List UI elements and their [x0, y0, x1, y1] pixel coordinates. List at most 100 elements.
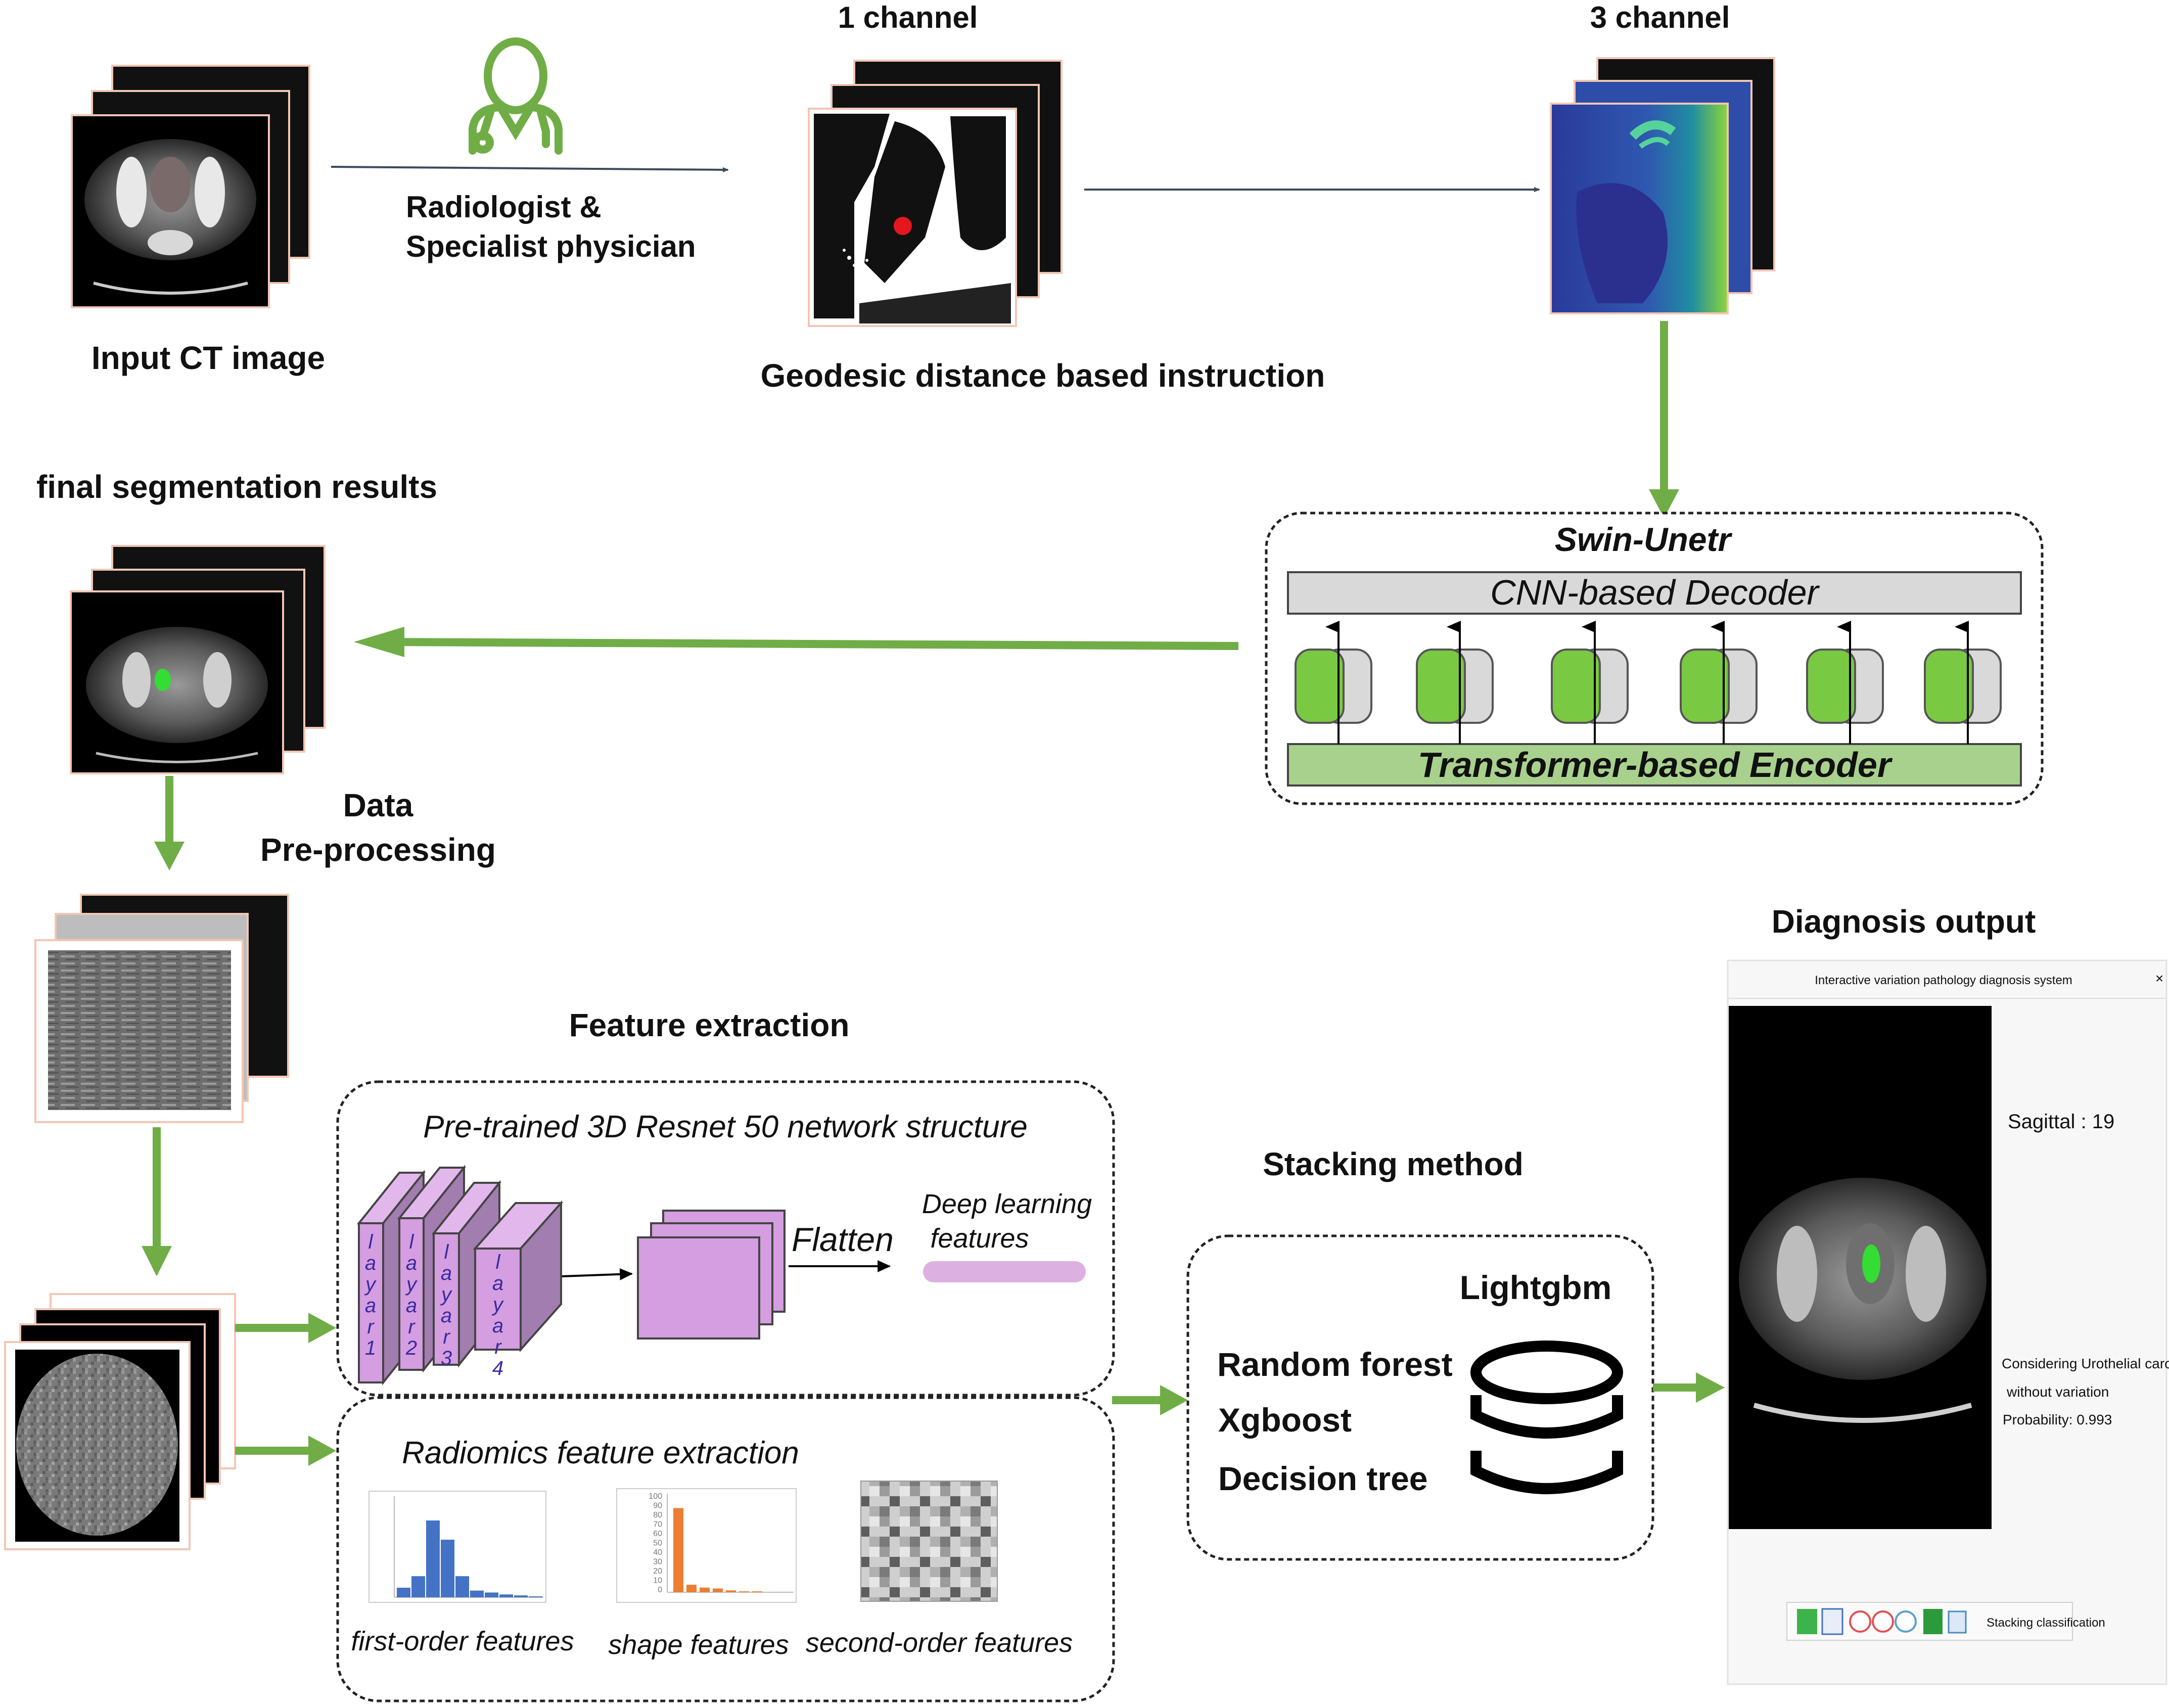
histogram-bar	[441, 1540, 454, 1597]
shape-tick-label: 20	[653, 1567, 662, 1576]
data-preproc-label-1: Data	[343, 787, 413, 823]
histogram-bar	[411, 1576, 425, 1597]
histogram-bar	[529, 1596, 542, 1597]
stacking-classification-button[interactable]: Stacking classification	[1987, 1616, 2105, 1630]
histogram-bar	[499, 1594, 513, 1597]
histogram-bar	[485, 1592, 498, 1597]
rotate-icon[interactable]	[1821, 1608, 1843, 1635]
radiologist-label-1: Radiologist &	[406, 190, 602, 224]
window-title: Interactive variation pathology diagnosi…	[1815, 974, 2072, 987]
resnet-layer-4	[473, 1200, 564, 1353]
shape-bar	[700, 1587, 710, 1592]
first-order-label: first-order features	[351, 1626, 574, 1656]
final-seg-stack	[70, 545, 326, 774]
preproc-stack	[34, 894, 289, 1123]
shape-tick-label: 0	[658, 1586, 662, 1594]
shape-tick-label: 30	[653, 1558, 662, 1566]
click-point	[894, 217, 912, 235]
first-order-histogram	[368, 1491, 546, 1603]
shape-tick-label: 60	[653, 1530, 662, 1538]
diagnosis-output-label: Diagnosis output	[1772, 903, 2036, 940]
shape-tick-label: 90	[653, 1502, 662, 1510]
second-order-label: second-order features	[806, 1628, 1073, 1658]
swin-unetr-box: Swin-Unetr CNN-based Decoder Transformer…	[1265, 512, 2044, 805]
swin-block-1	[1295, 621, 1372, 744]
shape-bar	[673, 1508, 683, 1592]
histogram-bar	[397, 1588, 410, 1597]
roi-slices-stack	[4, 1293, 236, 1550]
transformer-encoder-bar	[1287, 743, 2022, 787]
one-channel-label: 1 channel	[838, 1, 978, 34]
second-order-glcm-matrix	[860, 1481, 998, 1602]
window-close-button[interactable]: ×	[2155, 971, 2163, 986]
arrow-swin-to-final	[384, 638, 1239, 650]
zoom-out-icon[interactable]	[1849, 1610, 1871, 1633]
sagittal-readout: Sagittal : 19	[2008, 1111, 2114, 1133]
stacking-box: Lightgbm Random forest Xgboost Decision …	[1186, 1234, 1654, 1561]
segmented-lesion	[155, 669, 171, 691]
diagnosis-result-1: Considering Urothelial carcinoma	[2002, 1356, 2169, 1371]
cnn-decoder-bar	[1287, 571, 2022, 615]
shape-bar	[739, 1591, 749, 1592]
shape-label: shape features	[608, 1630, 789, 1660]
swin-title: Swin-Unetr	[1555, 521, 1733, 558]
shape-tick-label: 80	[653, 1511, 662, 1519]
decoder-label: CNN-based Decoder	[1490, 573, 1820, 612]
swin-block-3	[1551, 621, 1629, 744]
swin-block-5	[1806, 621, 1884, 744]
resnet-title: Pre-trained 3D Resnet 50 network structu…	[423, 1110, 1028, 1144]
feature-maps	[637, 1210, 786, 1340]
geodesic-label: Geodesic distance based instruction	[761, 357, 1325, 394]
zoom-in-icon[interactable]	[1872, 1610, 1894, 1633]
histogram-bar	[470, 1590, 484, 1597]
input-ct-label: Input CT image	[91, 340, 325, 376]
diagnosis-probability: Probability: 0.993	[2003, 1412, 2112, 1427]
save-icon[interactable]	[1923, 1609, 1943, 1634]
shape-bar	[713, 1588, 723, 1592]
histogram-bar	[455, 1576, 469, 1597]
swin-block-4	[1680, 621, 1758, 744]
arrow-resnet-to-maps	[562, 1268, 633, 1280]
encoder-label: Transformer-based Encoder	[1418, 745, 1893, 784]
swin-block-6	[1924, 621, 2002, 744]
diagnosis-window: Interactive variation pathology diagnosi…	[1727, 959, 2169, 1685]
shape-tick-label: 40	[653, 1548, 662, 1557]
arrow-input-to-1channel	[331, 166, 729, 172]
flatten-label: Flatten	[792, 1221, 894, 1258]
deep-feature-vector	[923, 1261, 1086, 1282]
data-preproc-label-2: Pre-processing	[260, 832, 496, 868]
histogram-bar	[514, 1595, 528, 1597]
reset-icon[interactable]	[1895, 1610, 1917, 1633]
shape-bar	[752, 1591, 762, 1592]
resnet-box: Pre-trained 3D Resnet 50 network structu…	[336, 1080, 1115, 1397]
shape-tick-label: 100	[649, 1492, 662, 1501]
xgboost-label: Xgboost	[1218, 1401, 1352, 1439]
shape-bar	[726, 1590, 736, 1592]
shape-tick-label: 10	[653, 1577, 662, 1585]
stacking-method-label: Stacking method	[1263, 1146, 1524, 1182]
input-ct-stack	[71, 65, 310, 308]
one-channel-stack	[808, 60, 1063, 327]
database-icon	[1470, 1341, 1623, 1494]
three-channel-label: 3 channel	[1590, 1, 1730, 34]
deep-features-label-2: features	[930, 1223, 1029, 1254]
three-channel-stack	[1550, 57, 1775, 314]
radiomics-box: Radiomics feature extraction 10090807060…	[336, 1396, 1115, 1702]
export-icon[interactable]	[1948, 1610, 1967, 1634]
shape-bar	[686, 1585, 697, 1592]
diagnosis-result-2: without variation	[2006, 1384, 2109, 1400]
swin-block-2	[1416, 621, 1494, 744]
doctor-icon	[469, 37, 563, 155]
diagnosis-lesion	[1862, 1244, 1880, 1283]
decision-tree-label: Decision tree	[1218, 1460, 1428, 1497]
open-folder-icon[interactable]	[1797, 1609, 1817, 1634]
radiomics-title: Radiomics feature extraction	[402, 1436, 799, 1470]
shape-tick-label: 70	[653, 1520, 662, 1529]
random-forest-label: Random forest	[1217, 1346, 1453, 1383]
